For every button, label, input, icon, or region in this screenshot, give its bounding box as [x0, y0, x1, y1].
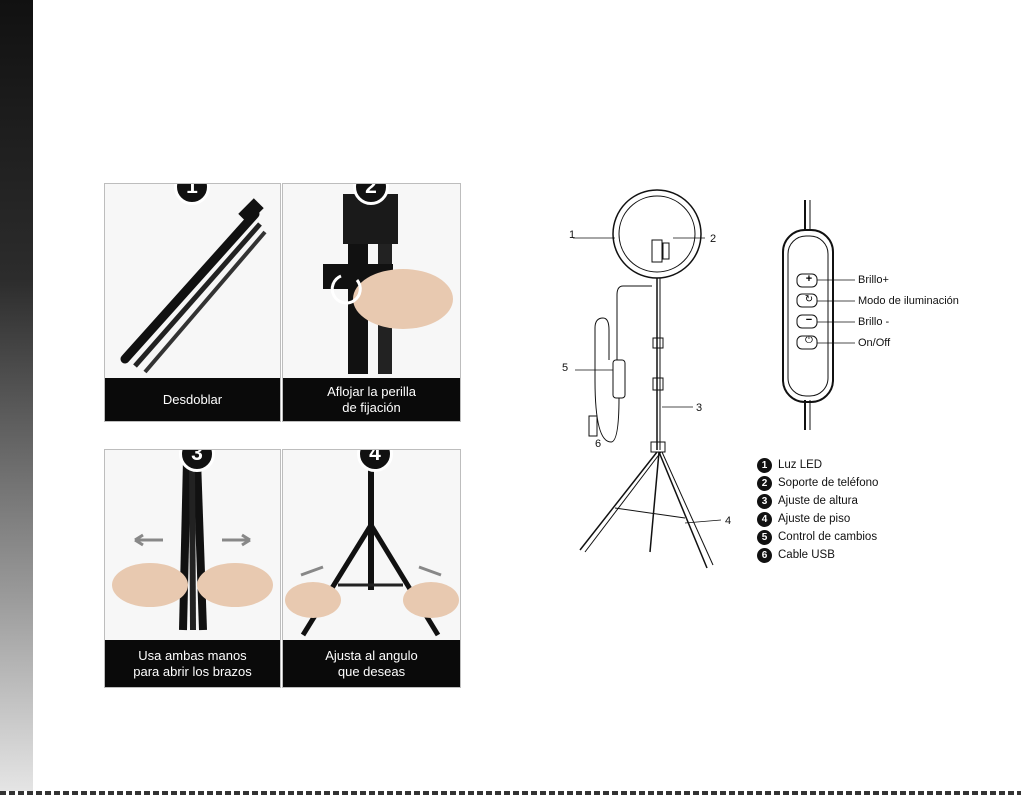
plus-icon: + — [802, 273, 816, 285]
brightness-down-label: Brillo - — [858, 316, 889, 328]
step-caption: Ajusta al angulo que deseas — [283, 640, 460, 687]
legend-number: 2 — [757, 476, 772, 491]
legend-number: 6 — [757, 548, 772, 563]
legend-text: Ajuste de piso — [778, 513, 850, 525]
callout-label: 4 — [725, 515, 731, 527]
legend-text: Cable USB — [778, 549, 835, 561]
legend-text: Ajuste de altura — [778, 495, 858, 507]
legend-text: Luz LED — [778, 459, 822, 471]
ring-light-tripod-drawing — [555, 180, 745, 575]
legend-text: Soporte de teléfono — [778, 477, 878, 489]
callout-label: 1 — [569, 229, 575, 241]
cycle-mode-icon: ↻ — [802, 294, 816, 305]
legend-item: 5 Control de cambios — [757, 528, 878, 546]
legend-text: Control de cambios — [778, 531, 877, 543]
legend-number: 4 — [757, 512, 772, 527]
minus-icon: − — [802, 314, 816, 326]
callout-label: 6 — [595, 438, 601, 450]
callout-label: 5 — [562, 362, 568, 374]
legend-number: 3 — [757, 494, 772, 509]
step-caption: Aflojar la perilla de fijación — [283, 378, 460, 421]
inline-controller-drawing — [780, 200, 880, 430]
callout-label: 3 — [696, 402, 702, 414]
callout-label: 2 — [710, 233, 716, 245]
legend-item: 4 Ajuste de piso — [757, 510, 878, 528]
power-label: On/Off — [858, 337, 890, 349]
legend-item: 6 Cable USB — [757, 546, 878, 564]
left-gradient-bar — [0, 0, 33, 795]
step-caption: Usa ambas manos para abrir los brazos — [105, 640, 280, 687]
step-3-panel: 3 Usa ambas manos para abrir los brazos — [104, 449, 281, 688]
ring-light-diagram: 1 2 3 4 5 6 — [555, 180, 745, 580]
step-4-panel: 4 Ajusta al angulo que deseas — [282, 449, 461, 688]
legend-number: 5 — [757, 530, 772, 545]
legend-item: 2 Soporte de teléfono — [757, 474, 878, 492]
step-1-panel: 1 Desdoblar — [104, 183, 281, 422]
legend-number: 1 — [757, 458, 772, 473]
step-2-panel: 2 Aflojar la perilla de fijación — [282, 183, 461, 422]
brightness-up-label: Brillo+ — [858, 274, 889, 286]
bottom-dashed-border — [0, 791, 1021, 795]
legend-item: 3 Ajuste de altura — [757, 492, 878, 510]
step-caption: Desdoblar — [105, 378, 280, 421]
light-mode-label: Modo de iluminación — [858, 295, 959, 307]
legend-item: 1 Luz LED — [757, 456, 878, 474]
power-icon: ⏻ — [802, 335, 816, 346]
